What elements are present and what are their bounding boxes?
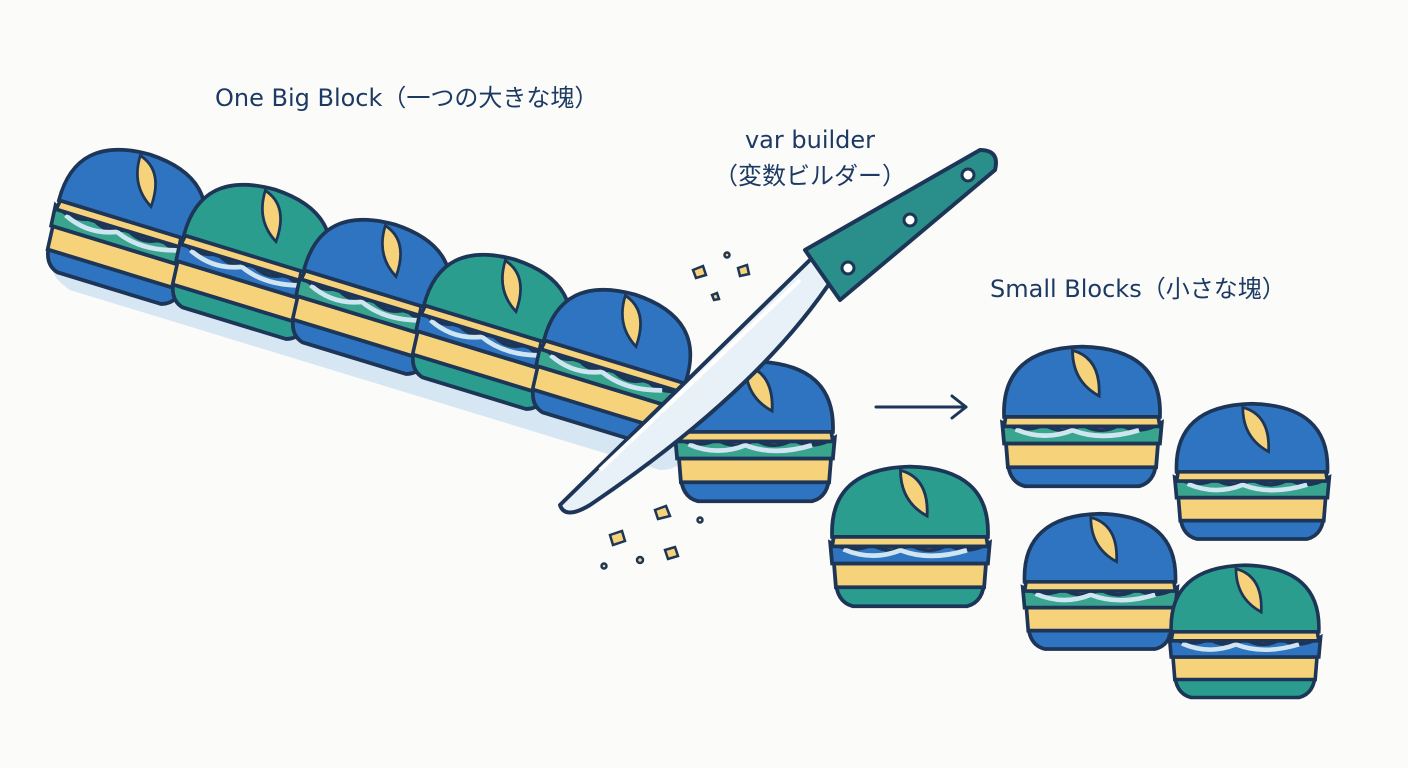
var-builder-subtitle: （変数ビルダー） [714,162,906,190]
var-builder-label: var builder [744,126,876,154]
small-block [830,467,990,607]
knife-icon [558,148,998,515]
small-block [1002,347,1162,487]
long-sandwich [37,132,707,450]
small-blocks [830,347,1329,698]
small-block [1175,404,1330,539]
small-block [1169,565,1320,697]
small-block [1023,514,1178,649]
arrow-right-icon [874,394,968,420]
big-block-label: One Big Block（一つの大きな塊） [215,84,599,112]
crumbs [600,251,751,570]
small-blocks-label: Small Blocks（小さな塊） [990,275,1286,303]
